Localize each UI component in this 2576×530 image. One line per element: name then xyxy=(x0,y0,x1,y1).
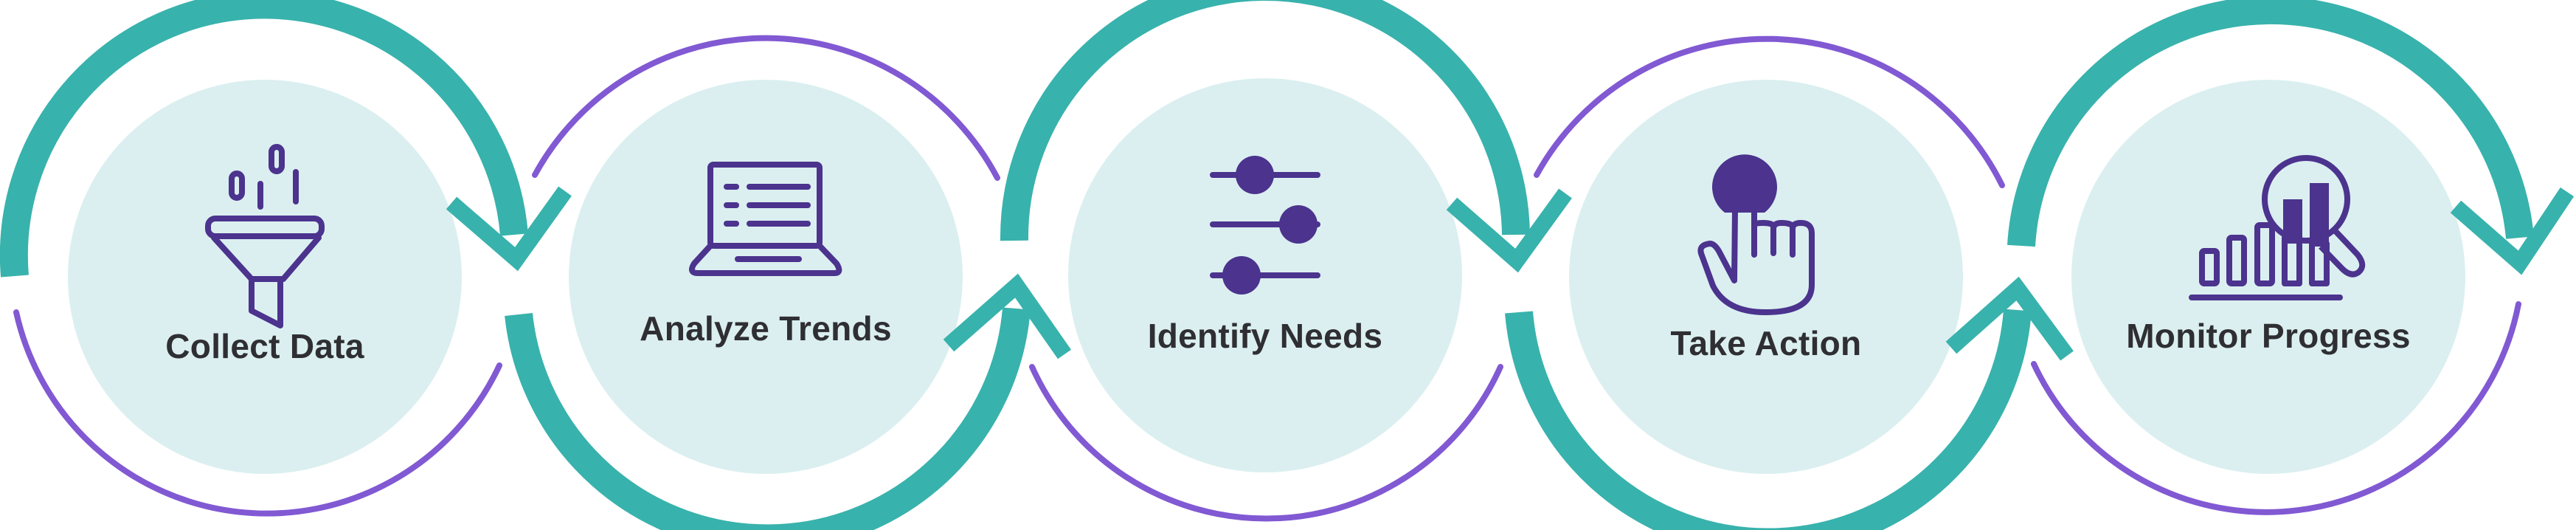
step-label-monitor-progress: Monitor Progress xyxy=(2126,317,2411,355)
step-1-purple-arc xyxy=(13,309,502,517)
step-3-teal-arrow xyxy=(1000,0,1572,273)
step-label-identify-needs: Identify Needs xyxy=(1147,317,1383,355)
step-5-teal-arrow xyxy=(2007,0,2575,275)
step-4-teal-arrow xyxy=(1505,276,2074,530)
step-2-purple-arc xyxy=(532,35,1000,181)
step-label-take-action: Take Action xyxy=(1670,324,1862,362)
step-label-collect-data: Collect Data xyxy=(165,327,364,365)
step-2-circle xyxy=(569,80,963,474)
step-5-purple-arc xyxy=(2031,301,2521,515)
step-label-analyze-trends: Analyze Trends xyxy=(640,309,892,348)
step-4-circle xyxy=(1569,80,1963,474)
step-1-teal-arrow xyxy=(0,0,572,278)
hand-pointer-tap-icon xyxy=(1697,154,1815,315)
step-3-purple-arc xyxy=(1029,364,1503,522)
funnel-data-icon xyxy=(205,144,325,328)
sliders-icon xyxy=(1210,156,1320,295)
step-2-teal-arrow xyxy=(505,273,1072,530)
chart-magnifier-icon xyxy=(2189,155,2366,300)
step-4-purple-arc xyxy=(1534,35,2005,188)
laptop-list-icon xyxy=(689,162,842,276)
step-5-circle xyxy=(2071,80,2465,474)
